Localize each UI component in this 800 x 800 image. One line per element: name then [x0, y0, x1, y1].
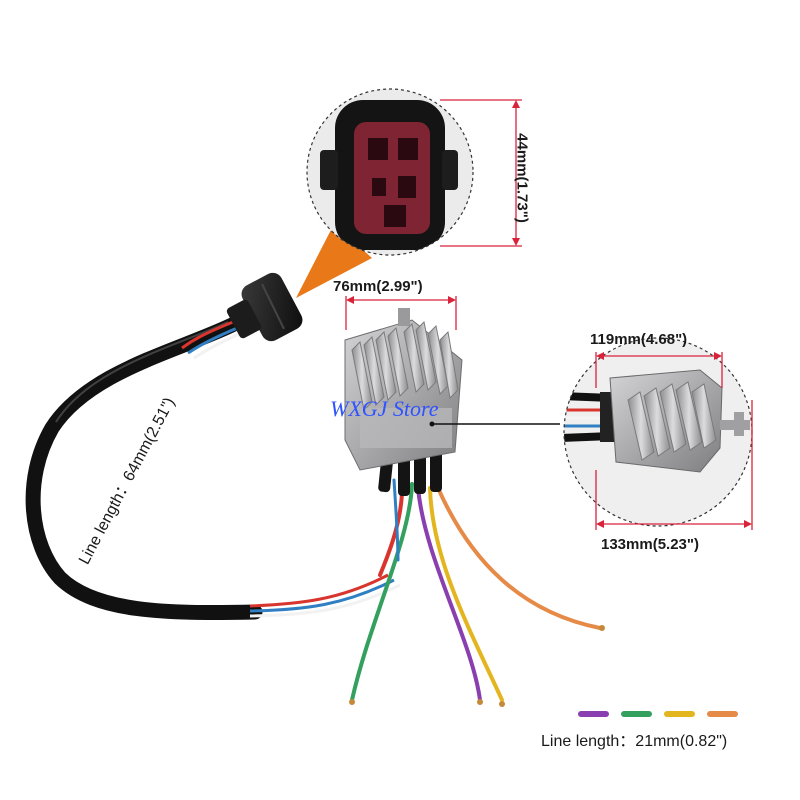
connector-height-label: 44mm(1.73") [513, 133, 531, 223]
legend-swatch-orange [707, 711, 738, 717]
inner-width-label: 119mm(4.68") [590, 331, 688, 348]
heatsink-fins [351, 320, 459, 412]
fan-control-module [344, 308, 463, 471]
wire-plug [226, 272, 303, 342]
connector-zoom-circle [306, 88, 474, 256]
legend-swatch-green [621, 711, 652, 717]
wire-tips [349, 625, 605, 707]
legend-swatch-yellow [664, 711, 695, 717]
top-width-dimension [345, 296, 457, 330]
outer-width-label: 133mm(5.23") [601, 536, 699, 553]
cable-highlight [55, 321, 229, 423]
outer-width-dimension [595, 400, 753, 530]
wire-length-label: Line length：21mm(0.82") [541, 733, 728, 750]
module-zoom-circle [563, 337, 753, 527]
store-watermark: WXGJ Store [330, 396, 439, 421]
wire-color-legend [578, 711, 738, 717]
top-width-label: 76mm(2.99") [333, 278, 423, 295]
height-dimension [440, 99, 522, 247]
legend-swatch-purple [578, 711, 609, 717]
inner-width-dimension [595, 352, 723, 388]
main-cable [25, 317, 263, 621]
